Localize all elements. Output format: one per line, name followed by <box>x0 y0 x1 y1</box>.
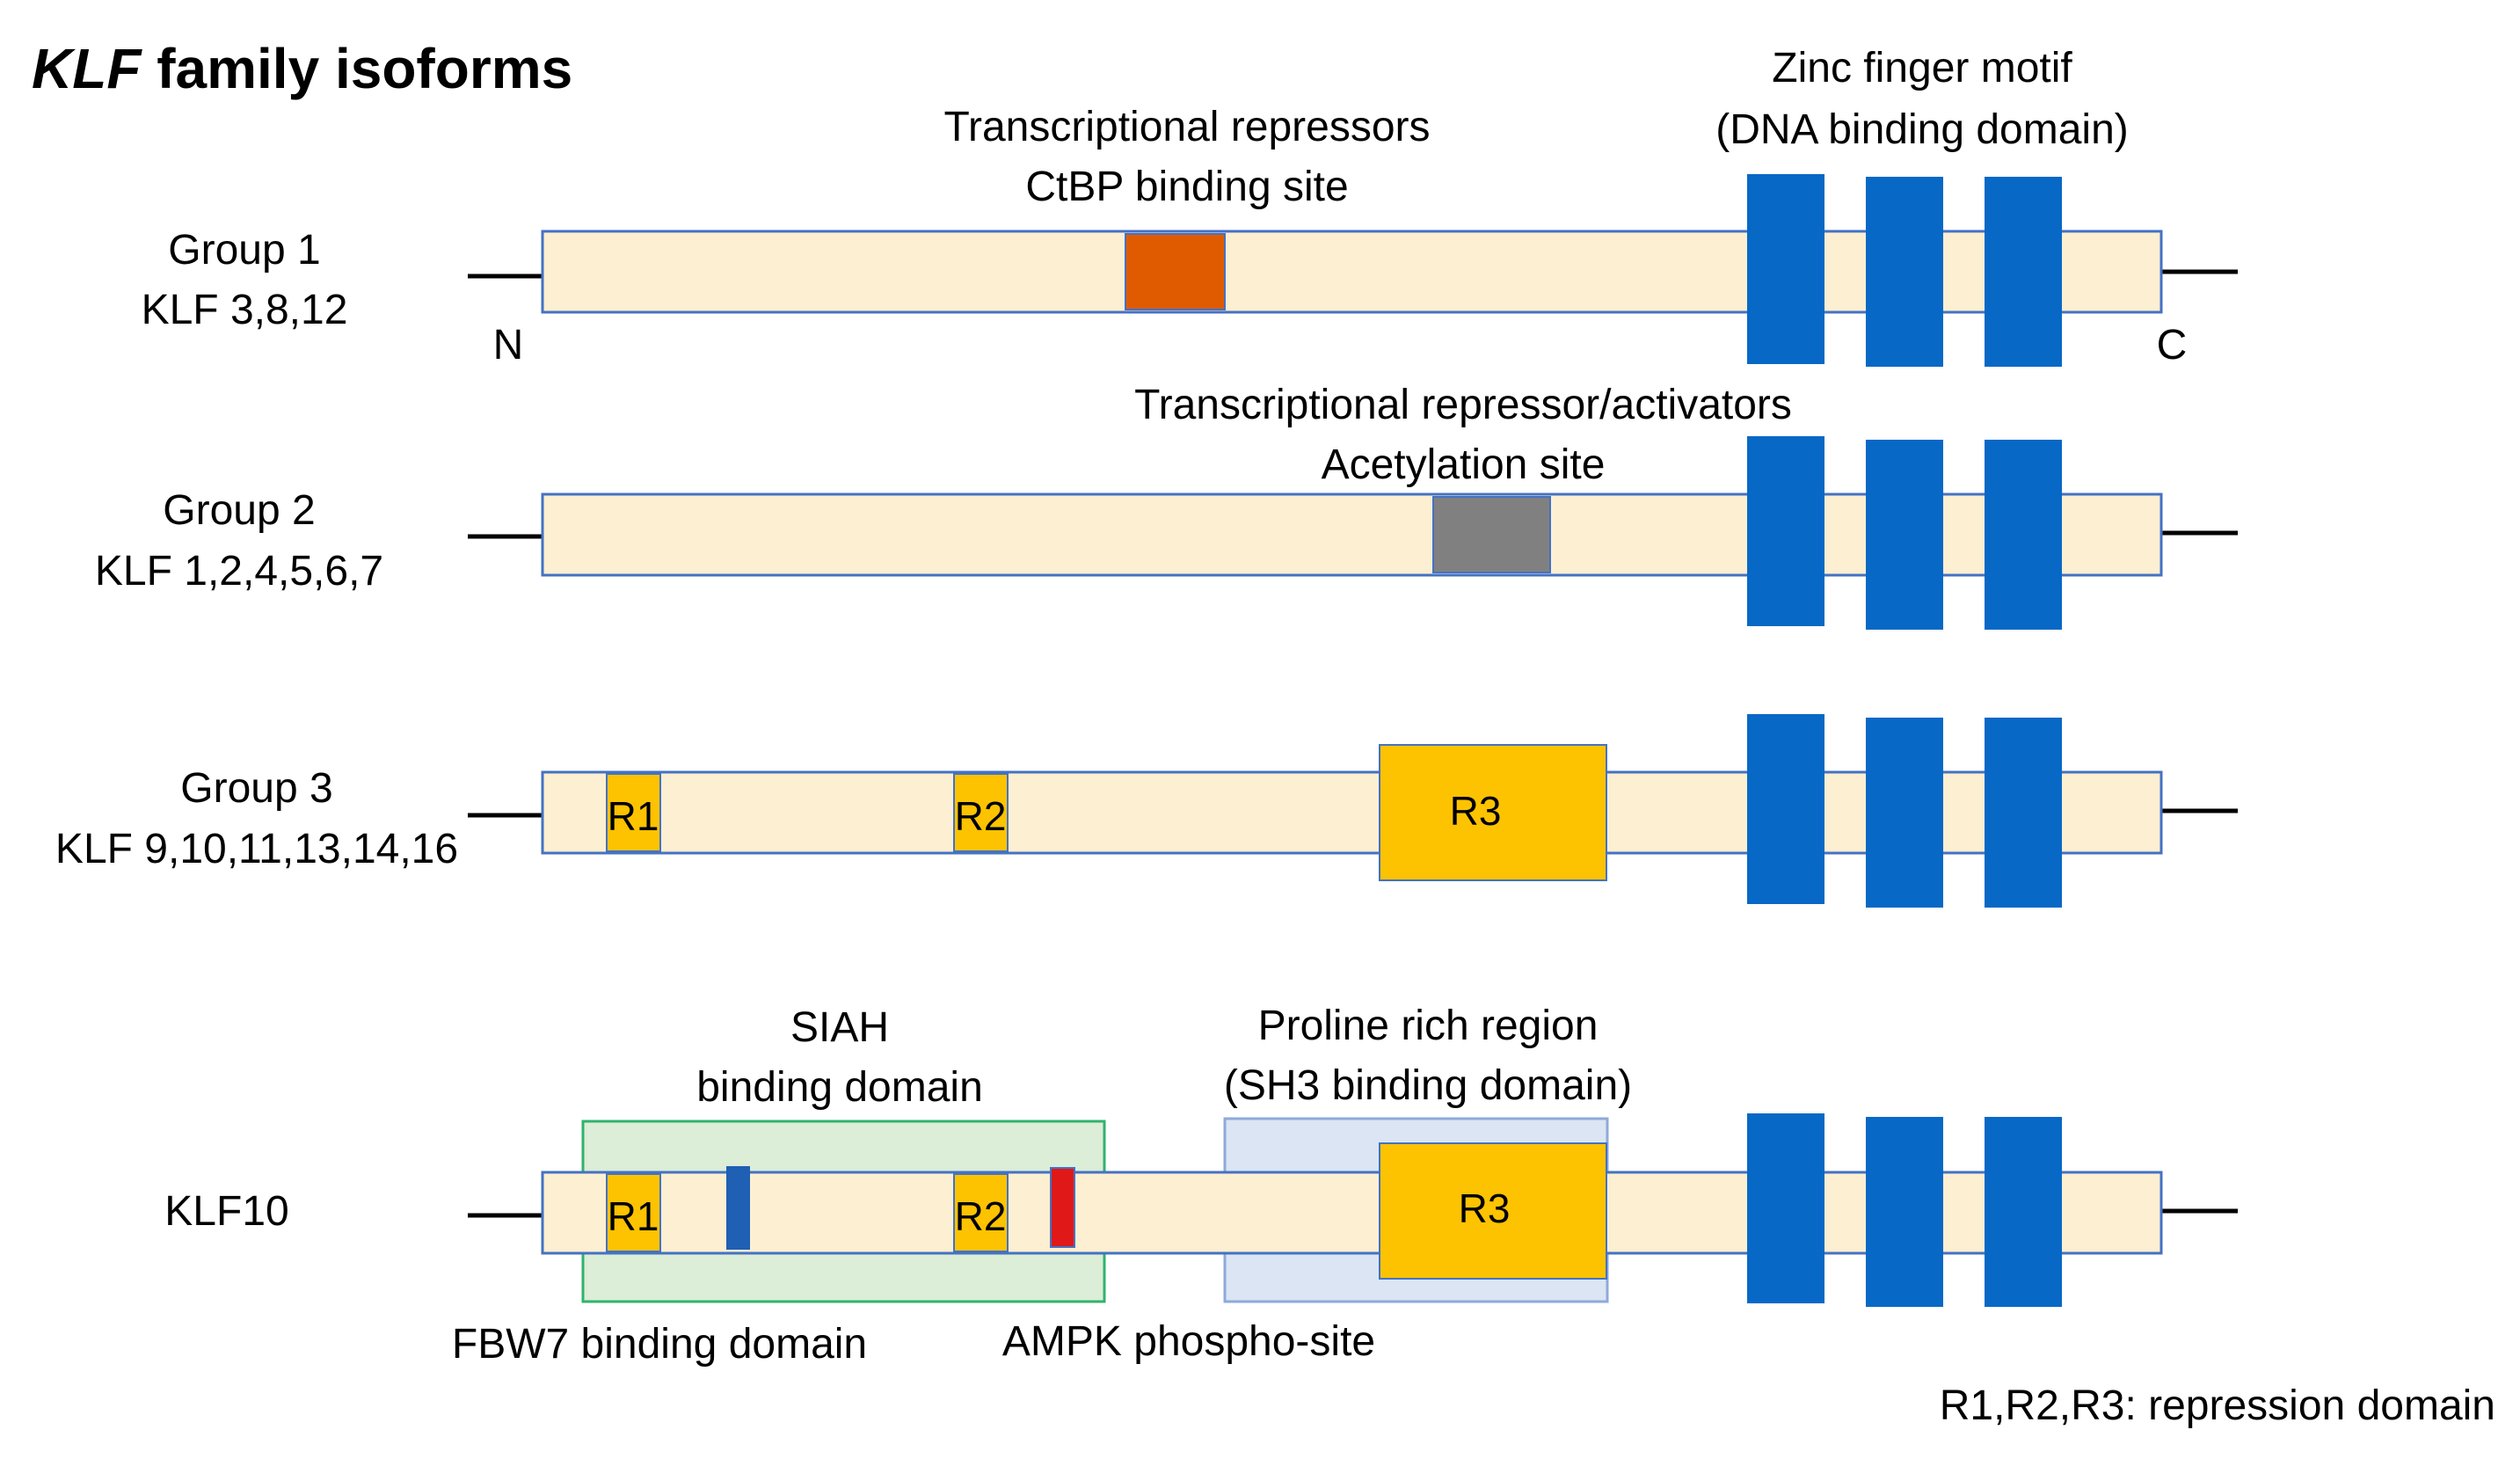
group3-name: Group 3 <box>180 765 332 812</box>
group3-r3-domain <box>1379 744 1607 881</box>
klf10-r3-label: R3 <box>1459 1185 1511 1231</box>
group2-site-line2: Acetylation site <box>1322 441 1606 488</box>
group2-row: Group 2 KLF 1,2,4,5,6,7 Transcriptional … <box>95 382 2238 630</box>
siah-label-line2: binding domain <box>696 1064 983 1111</box>
klf10-name: KLF10 <box>164 1188 288 1235</box>
group3-r1-domain <box>606 773 661 852</box>
klf10-zinc-finger-1 <box>1747 1113 1824 1303</box>
figure-title: KLF family isoforms <box>32 37 572 100</box>
klf10-r2-domain <box>953 1173 1009 1252</box>
klf10-zinc-finger-2 <box>1866 1117 1943 1307</box>
group1-members: KLF 3,8,12 <box>142 287 348 333</box>
group3-r1-label: R1 <box>608 793 659 839</box>
klf10-r1-label: R1 <box>608 1193 659 1239</box>
klf10-zinc-finger-3 <box>1985 1117 2062 1307</box>
zinc-finger-label-line2: (DNA binding domain) <box>1715 106 2129 153</box>
n-terminus-label: N <box>493 322 524 368</box>
group2-site-line1: Transcriptional repressor/activators <box>1134 382 1792 428</box>
group1-ctbp-site <box>1125 233 1226 310</box>
group3-row: Group 3 KLF 9,10,11,13,14,16 R1 R2 R3 <box>55 714 2238 908</box>
fbw7-binding-mark <box>726 1166 750 1250</box>
group3-zinc-finger-3 <box>1985 718 2062 908</box>
fbw7-label: FBW7 binding domain <box>452 1321 867 1368</box>
group1-zinc-finger-2 <box>1866 177 1943 367</box>
group1-zinc-finger-3 <box>1985 177 2062 367</box>
group1-row: Group 1 KLF 3,8,12 Transcriptional repre… <box>142 104 2238 368</box>
klf10-r2-label: R2 <box>955 1193 1007 1239</box>
group2-members: KLF 1,2,4,5,6,7 <box>95 548 383 595</box>
proline-label-line2: (SH3 binding domain) <box>1224 1062 1632 1109</box>
group2-acetylation-site <box>1432 496 1551 573</box>
ampk-phospho-site-mark <box>1050 1167 1075 1248</box>
klf10-r3-domain <box>1379 1142 1607 1280</box>
group3-r2-label: R2 <box>955 793 1007 839</box>
c-terminus-label: C <box>2157 322 2188 368</box>
group2-zinc-finger-3 <box>1985 440 2062 630</box>
group2-zinc-finger-1 <box>1747 436 1824 626</box>
group3-r3-label: R3 <box>1450 788 1502 834</box>
group3-zinc-finger-2 <box>1866 718 1943 908</box>
group2-name: Group 2 <box>163 487 315 534</box>
group3-r2-domain <box>953 773 1009 852</box>
group1-site-line2: CtBP binding site <box>1025 164 1348 210</box>
ampk-label: AMPK phospho-site <box>1002 1318 1375 1365</box>
group1-site-line1: Transcriptional repressors <box>943 104 1430 150</box>
siah-label-line1: SIAH <box>790 1004 889 1051</box>
title-italic: KLF <box>32 37 142 100</box>
group3-members: KLF 9,10,11,13,14,16 <box>55 826 458 872</box>
group1-zinc-finger-1 <box>1747 174 1824 364</box>
group2-zinc-finger-2 <box>1866 440 1943 630</box>
proline-label-line1: Proline rich region <box>1258 1003 1599 1049</box>
klf10-row: KLF10 SIAH binding domain Proline rich r… <box>164 1003 2238 1368</box>
klf10-r1-domain <box>606 1173 661 1252</box>
group3-zinc-finger-1 <box>1747 714 1824 904</box>
repression-domain-legend: R1,R2,R3: repression domain <box>1940 1382 2495 1429</box>
zinc-finger-label-line1: Zinc finger motif <box>1772 45 2072 91</box>
group1-name: Group 1 <box>168 227 320 274</box>
title-rest: family isoforms <box>141 37 572 100</box>
